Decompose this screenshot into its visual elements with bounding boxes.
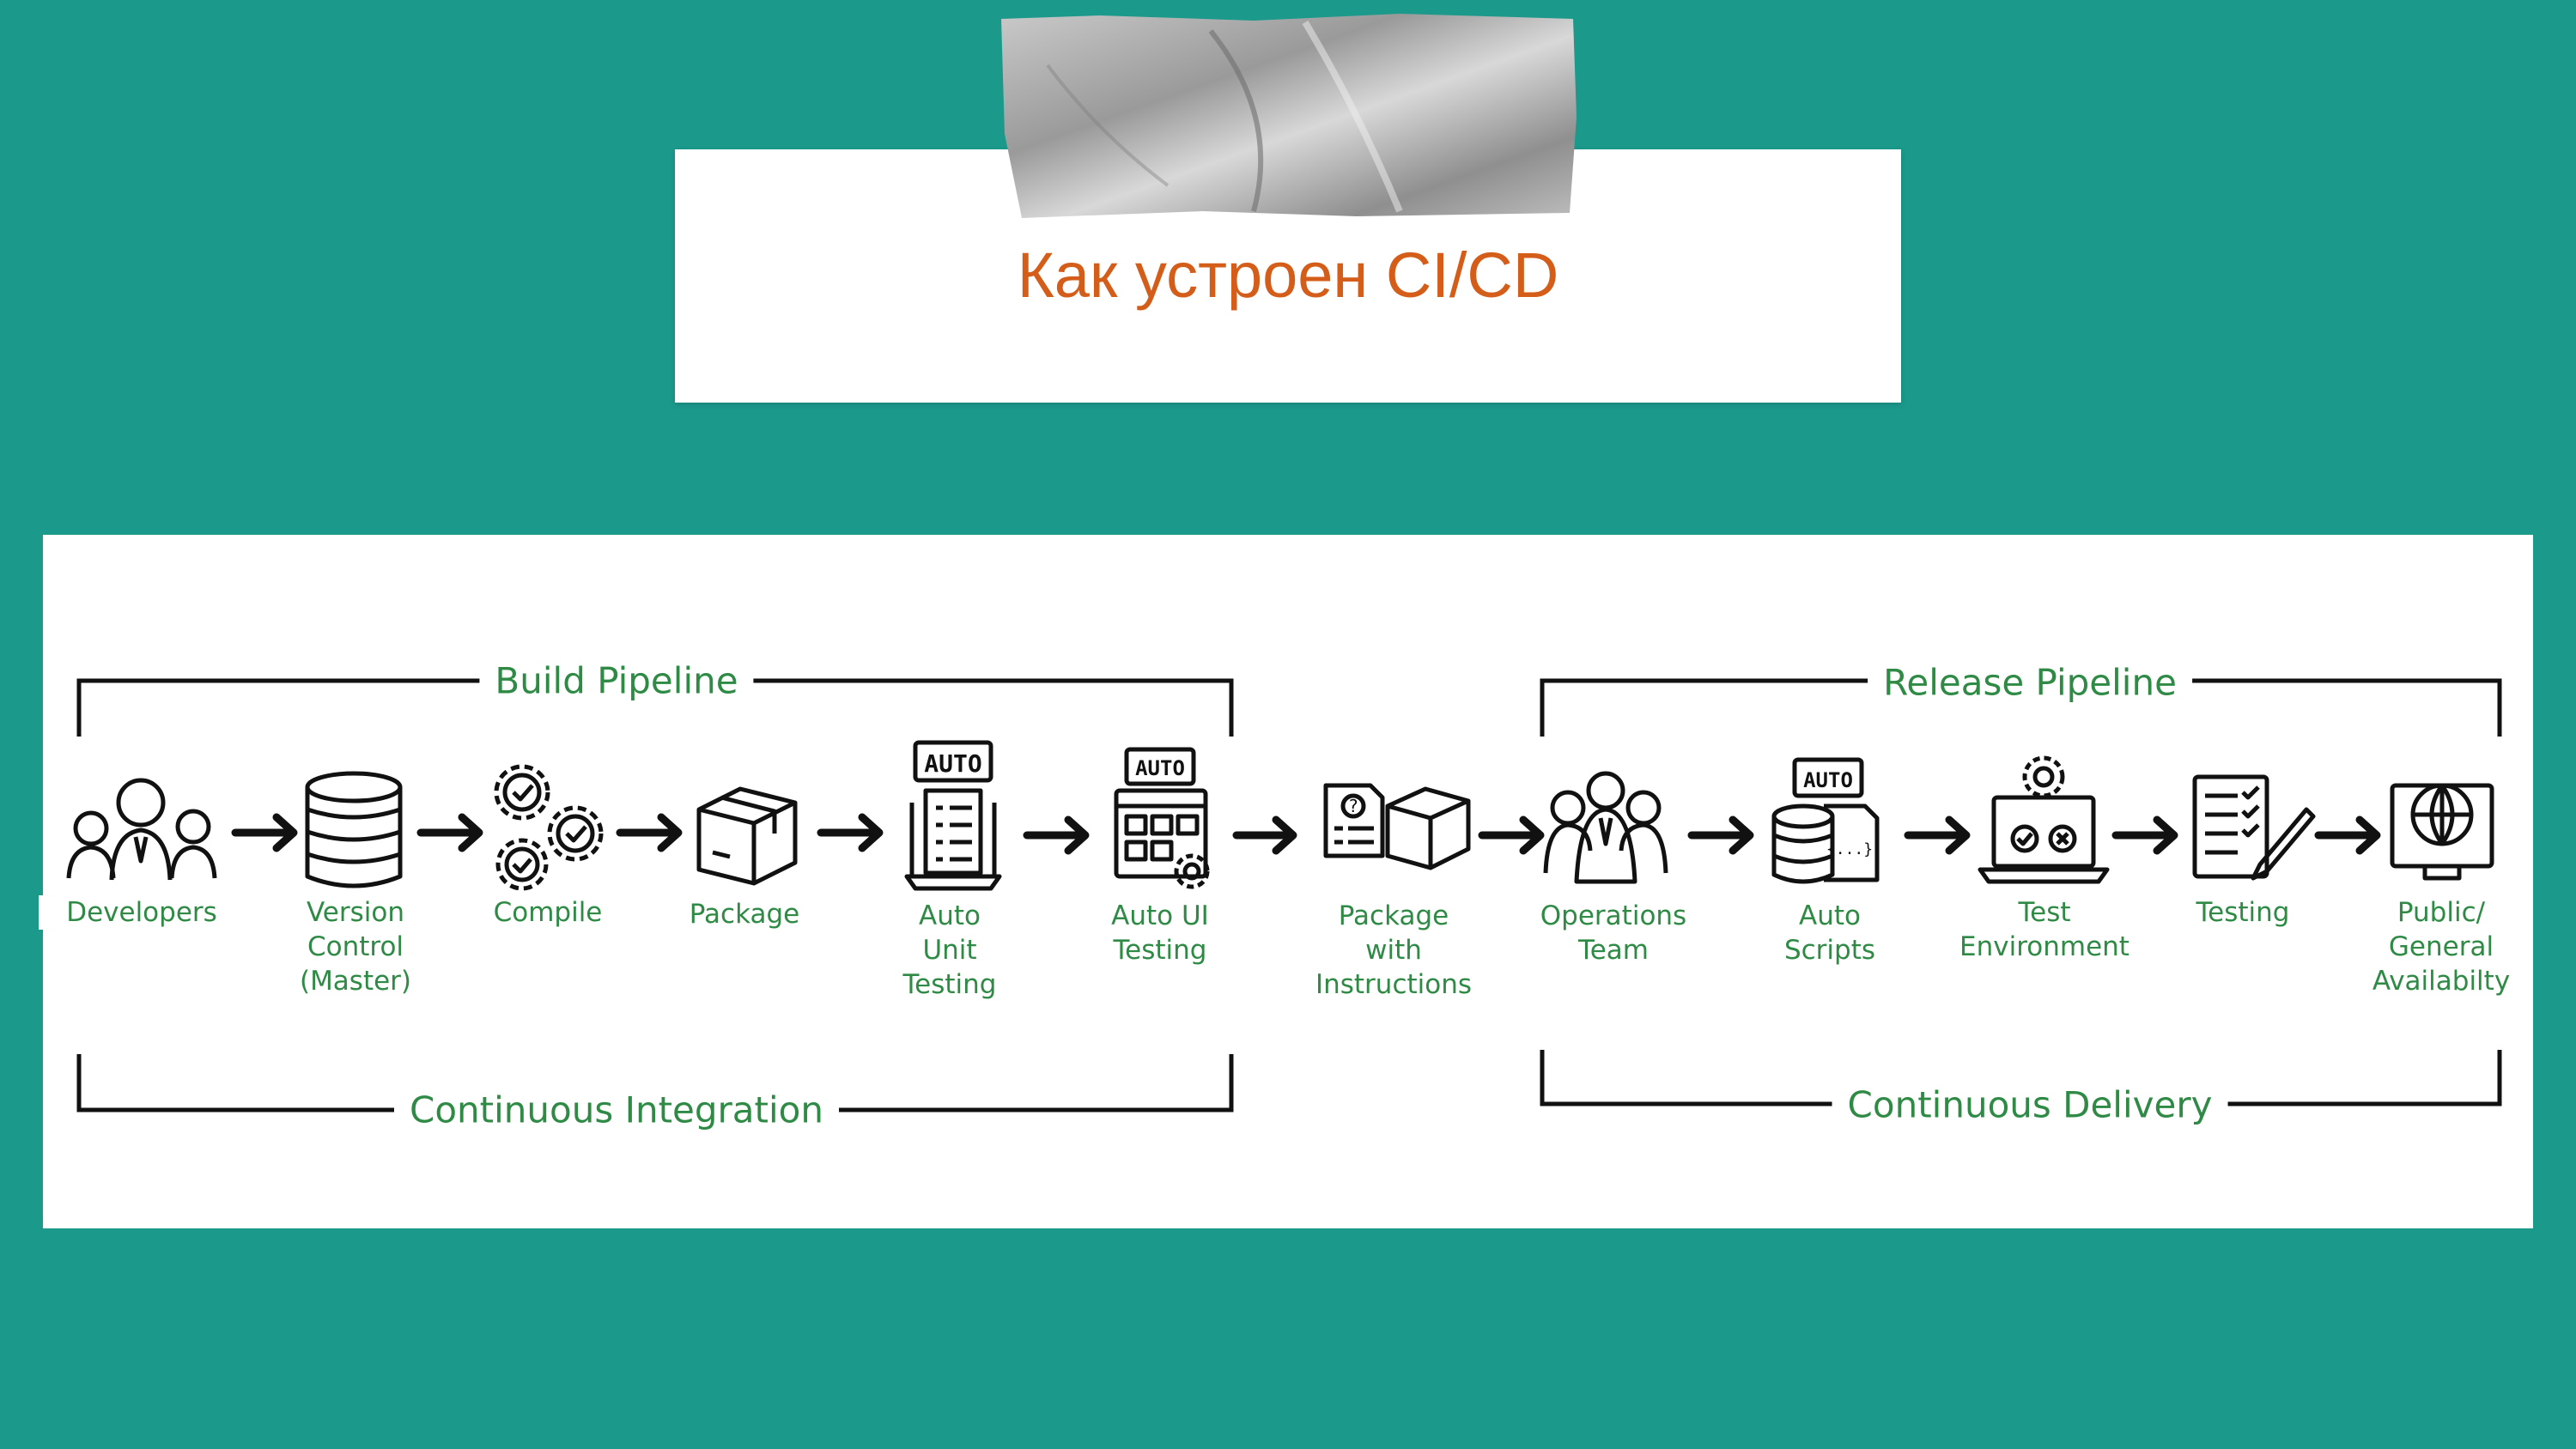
step-label-auto-unit-testing: Auto Unit Testing <box>898 899 1001 1002</box>
step-label-operations-team: Operations Team <box>1532 899 1695 967</box>
testing-checklist-icon <box>2192 774 2316 881</box>
arrow-2 <box>416 813 483 852</box>
step-label-developers: Developers <box>39 895 245 930</box>
cicd-diagram: AUTO AUTO AUTO {...} ? Build Pipeline Re… <box>39 535 2533 1228</box>
auto-laptop-checklist-icon <box>904 740 1002 891</box>
step-label-compile: Compile <box>445 895 651 930</box>
continuous-integration-label: Continuous Integration <box>394 1088 839 1131</box>
package-icon <box>696 786 798 886</box>
build-pipeline-label: Build Pipeline <box>479 659 754 702</box>
test-environment-icon <box>1978 755 2110 884</box>
package-instructions-icon <box>1323 783 1471 870</box>
team-icon <box>1543 771 1668 884</box>
question-glyph: ? <box>1348 796 1358 816</box>
step-label-public-availability: Public/ General Availabilty <box>2368 895 2514 998</box>
globe-monitor-icon <box>2390 783 2494 881</box>
step-label-auto-ui-testing: Auto UI Testing <box>1109 899 1212 967</box>
duct-tape-decoration <box>1001 14 1577 218</box>
step-label-package: Package <box>641 897 848 931</box>
diagram-graphics: AUTO AUTO AUTO {...} ? <box>66 678 2502 1113</box>
arrow-6 <box>1232 815 1297 855</box>
arrow-4 <box>817 813 884 852</box>
step-label-package-with-instructions: Package with Instructions <box>1312 899 1475 1002</box>
continuous-delivery-label: Continuous Delivery <box>1832 1083 2228 1126</box>
step-label-auto-scripts: Auto Scripts <box>1774 899 1886 967</box>
arrow-3 <box>616 813 683 852</box>
arrow-9 <box>1904 815 1971 855</box>
auto-badge-scripts: AUTO <box>1803 768 1853 792</box>
arrow-11 <box>2314 815 2381 855</box>
arrow-8 <box>1687 815 1754 855</box>
slide-title: Как устроен CI/CD <box>1017 239 1559 311</box>
database-icon <box>305 771 403 888</box>
arrow-1 <box>231 813 298 852</box>
auto-badge-unit: AUTO <box>924 749 981 778</box>
release-pipeline-label: Release Pipeline <box>1868 661 2192 704</box>
step-label-test-environment: Test Environment <box>1959 895 2130 964</box>
step-label-version-control: Version Control (Master) <box>291 895 420 998</box>
arrow-7 <box>1478 815 1545 855</box>
arrow-10 <box>2111 815 2178 855</box>
gears-icon <box>494 764 604 891</box>
step-label-testing: Testing <box>2140 895 2346 930</box>
developers-icon <box>66 778 217 881</box>
auto-ui-grid-icon <box>1114 747 1210 889</box>
arrow-5 <box>1023 815 1090 855</box>
script-braces-glyph: {...} <box>1826 840 1873 858</box>
auto-scripts-icon <box>1771 757 1880 884</box>
auto-badge-ui: AUTO <box>1135 756 1185 780</box>
